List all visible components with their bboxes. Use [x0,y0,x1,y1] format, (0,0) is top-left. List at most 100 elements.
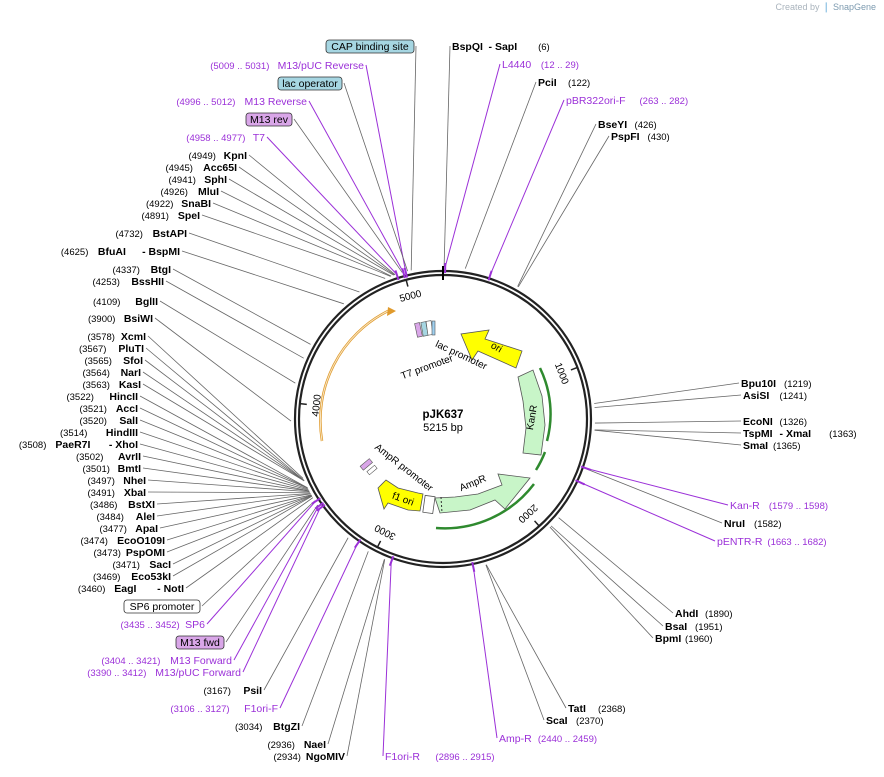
primer-label[interactable]: T7(4958 .. 4977) [186,132,265,144]
enzyme-label[interactable]: KasI(3563) [82,379,141,391]
ampr-promoter-block[interactable] [422,494,436,515]
enzyme-label[interactable]: PspFI(430) [611,131,670,143]
enzyme-name-2: - SapI [489,41,518,53]
enzyme-label[interactable]: NruI(1582) [724,518,782,530]
enzyme-position: (4926) [160,187,187,198]
enzyme-label[interactable]: SphI(4941) [168,174,227,186]
primer-position: (2440 .. 2459) [538,734,597,745]
f1ori-feature[interactable] [377,479,424,512]
enzyme-label[interactable]: BssHII(4253) [92,276,164,288]
primer-label[interactable]: M13/pUC Forward(3390 .. 3412) [87,667,241,679]
enzyme-label[interactable]: Bpu10I(1219) [741,378,812,390]
enzyme-label[interactable]: BglII(4109) [93,296,158,308]
enzyme-label[interactable]: TatI(2368) [568,703,626,715]
enzyme-label[interactable]: NgoMIV(2934) [273,751,345,763]
ori-feature[interactable] [460,329,523,369]
leader-line [242,508,321,673]
enzyme-label[interactable]: TspMI - XmaI(1363) [743,428,857,440]
enzyme-label[interactable]: SpeI(4891) [141,210,200,222]
enzyme-label[interactable]: BpmI(1960) [655,633,713,645]
primer-label[interactable]: pBR322ori-F(263 .. 282) [566,95,688,107]
enzyme-label[interactable]: XcmI(3578) [87,331,146,343]
enzyme-label[interactable]: SalI(3520) [79,415,138,427]
enzyme-label[interactable]: SacI(3471) [112,559,171,571]
enzyme-name: NarI [121,367,142,379]
kanr-feature[interactable] [517,369,546,456]
enzyme-label[interactable]: SmaI(1365) [743,440,801,452]
primer-label[interactable]: pENTR-R(1663 .. 1682) [717,536,827,548]
enzyme-label[interactable]: EcoO109I(3474) [80,535,165,547]
primer-label[interactable]: Kan-R(1579 .. 1598) [730,500,828,512]
enzyme-label[interactable]: PciI(122) [538,77,590,89]
primer-position: (4958 .. 4977) [186,133,245,144]
primer-label[interactable]: SP6(3435 .. 3452) [121,619,206,631]
enzyme-position: (3522) [66,392,93,403]
enzyme-label[interactable]: ScaI(2370) [546,715,604,727]
enzyme-label[interactable]: MluI (4926) [160,186,219,198]
primer-label[interactable]: F1ori-F(3106 .. 3127) [170,703,278,715]
primer-label[interactable]: L4440(12 .. 29) [502,59,579,71]
enzyme-label[interactable]: AccI(3521) [79,403,138,415]
plasmid-length: 5215 bp [423,422,463,434]
enzyme-label[interactable]: BtgI(4337) [112,264,171,276]
primer-label[interactable]: Amp-R(2440 .. 2459) [499,733,597,745]
primer-label[interactable]: F1ori-R(2896 .. 2915) [385,751,495,763]
enzyme-label[interactable]: BseYI(426) [598,119,657,131]
enzyme-label[interactable]: BsiWI(3900) [88,313,153,325]
enzyme-label[interactable]: AsiSI(1241) [743,390,807,402]
enzyme-position: (1241) [780,391,807,402]
enzyme-label[interactable]: NarI(3564) [82,367,141,379]
primer-label[interactable]: M13 Forward(3404 .. 3421) [101,655,232,667]
feature-box [175,635,225,650]
leader-line [145,347,305,481]
enzyme-label[interactable]: AhdI(1890) [675,608,733,620]
enzyme-name: KasI [119,379,141,391]
enzyme-label[interactable]: Acc65I(4945) [165,162,237,174]
enzyme-label[interactable]: SfoI(3565) [84,355,143,367]
enzyme-label[interactable]: BstAPI(4732) [115,228,187,240]
feature-label[interactable]: CAP binding site [325,39,415,54]
enzyme-label[interactable]: PspOMI(3473) [93,547,165,559]
credit-prefix: Created by [775,2,820,12]
enzyme-label[interactable]: Eco53kI(3469) [93,571,171,583]
enzyme-label[interactable]: NheI(3497) [87,475,146,487]
orange-arc-arrowhead [387,307,396,316]
enzyme-label[interactable]: EcoNI(1326) [743,416,807,428]
enzyme-label[interactable]: PsiI(3167) [203,685,262,697]
primer-label[interactable]: M13 Reverse(4996 .. 5012) [176,96,307,108]
enzyme-label[interactable]: BsaI(1951) [665,621,723,633]
primer-label[interactable]: M13/pUC Reverse(5009 .. 5031) [210,60,364,72]
enzyme-name: XcmI [121,331,146,343]
enzyme-label[interactable]: KpnI(4949) [188,150,247,162]
ampr-feature[interactable] [434,473,531,514]
enzyme-position: (3501) [82,464,109,475]
enzyme-label[interactable]: BtgZI(3034) [235,721,300,733]
enzyme-label[interactable]: AleI(3484) [96,511,155,523]
feature-label[interactable]: M13 fwd [175,635,225,650]
enzyme-label[interactable]: XbaI(3491) [87,487,146,499]
enzyme-label[interactable]: HincII(3522) [66,391,138,403]
leader-line [238,166,395,276]
enzyme-label[interactable]: BstXI(3486) [90,499,155,511]
leader-line [172,495,313,565]
enzyme-label[interactable]: NaeI(2936) [267,739,326,751]
feature-label[interactable]: SP6 promoter [123,599,201,614]
leader-line [444,63,501,268]
feature-label[interactable]: M13 rev [245,112,293,127]
enzyme-label[interactable]: ApaI(3477) [99,523,158,535]
enzyme-name: MluI [198,186,219,198]
enzyme-name: AccI [116,403,138,415]
enzyme-label[interactable]: BspQI - SapI(6) [452,41,550,53]
enzyme-label[interactable]: HindIII(3514) [60,427,138,439]
feature-label[interactable]: lac operator [277,76,343,91]
enzyme-label[interactable]: SnaBI(4922) [146,198,211,210]
enzyme-label[interactable]: AvrII(3502) [76,451,141,463]
enzyme-name-2: - XmaI [780,428,812,440]
enzyme-label[interactable]: BmtI(3501) [82,463,141,475]
enzyme-label[interactable]: PluTI(3567) [79,343,144,355]
leader-line [550,525,664,627]
tick-mark [376,540,382,548]
